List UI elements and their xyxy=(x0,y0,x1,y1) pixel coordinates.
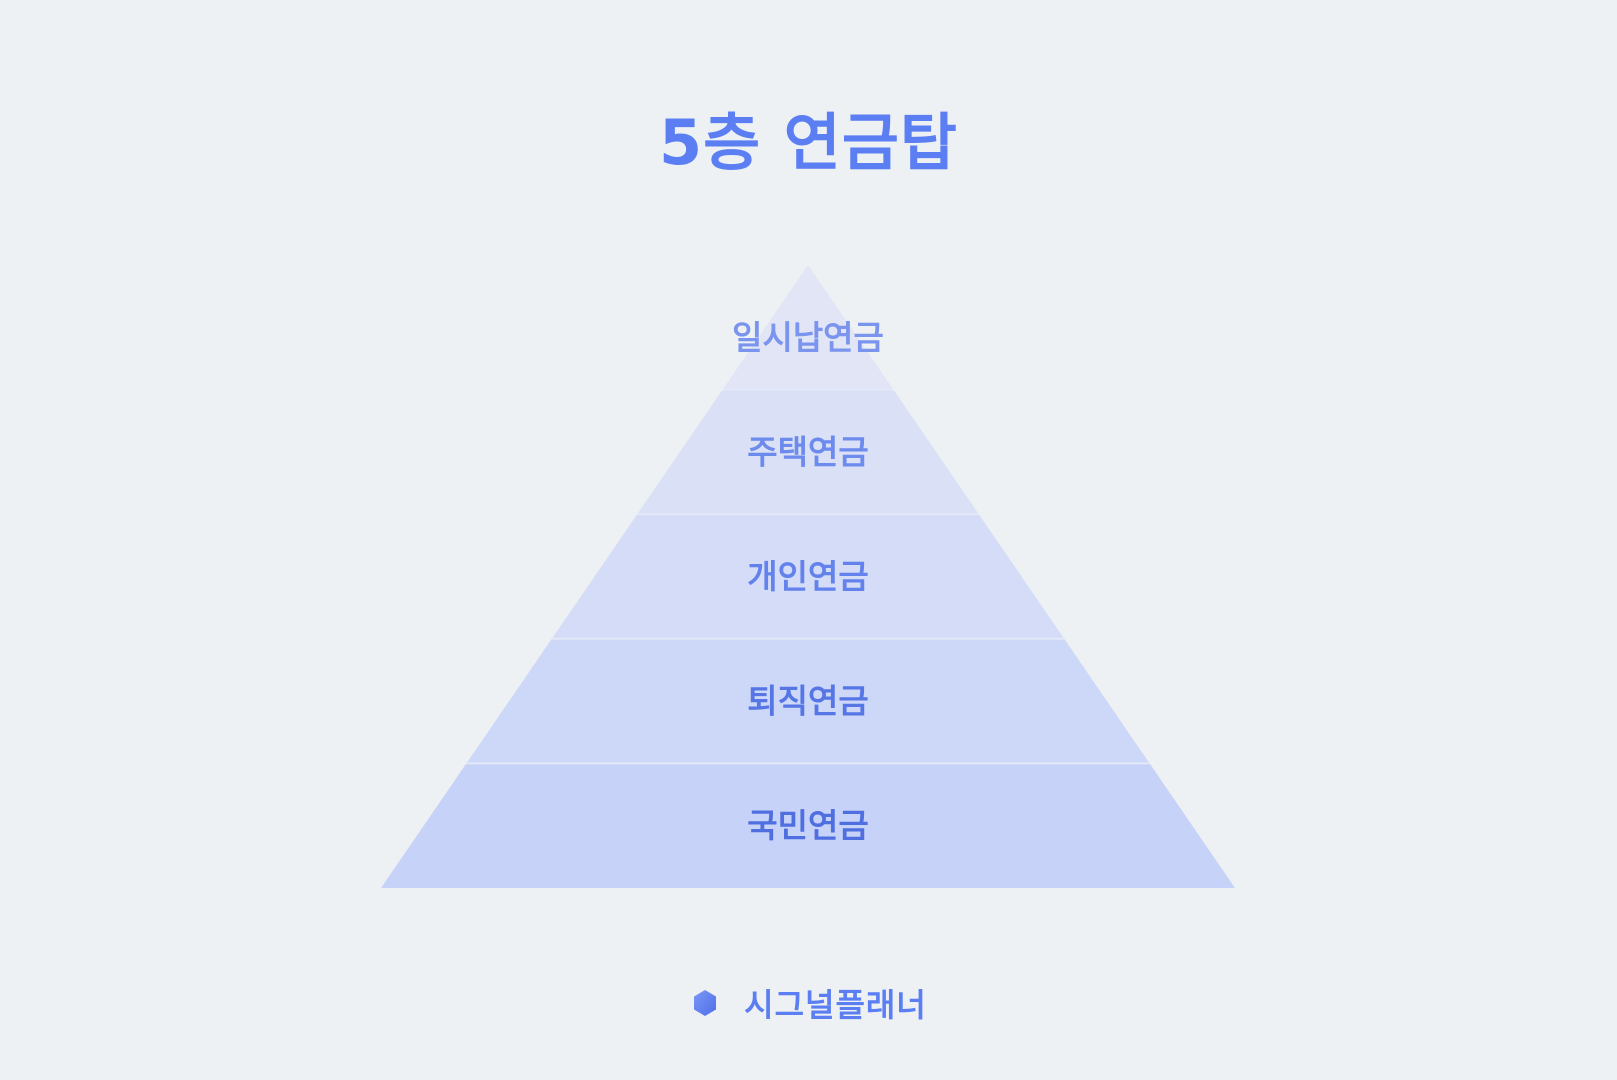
brand-footer: 시그널플래너 xyxy=(0,978,1617,1028)
tier-label: 퇴직연금 xyxy=(747,682,868,721)
pyramid-tier-1 xyxy=(722,265,894,390)
page-title: 5층 연금탑 xyxy=(659,106,958,179)
brand-name: 시그널플래너 xyxy=(744,986,927,1024)
tier-label: 국민연금 xyxy=(747,806,868,845)
pyramid-tier-3 xyxy=(551,514,1065,639)
pyramid-dividers xyxy=(466,388,1150,765)
pyramid-tier-2 xyxy=(637,389,979,515)
tier-label: 일시납연금 xyxy=(732,318,884,357)
pyramid-tier-5 xyxy=(381,763,1235,888)
pyramid-tiers xyxy=(381,265,1235,888)
tier-label: 개인연금 xyxy=(747,557,868,596)
hexagon-logo-icon xyxy=(694,990,717,1016)
pyramid-tier-4 xyxy=(466,638,1150,764)
tier-label: 주택연금 xyxy=(747,432,868,471)
